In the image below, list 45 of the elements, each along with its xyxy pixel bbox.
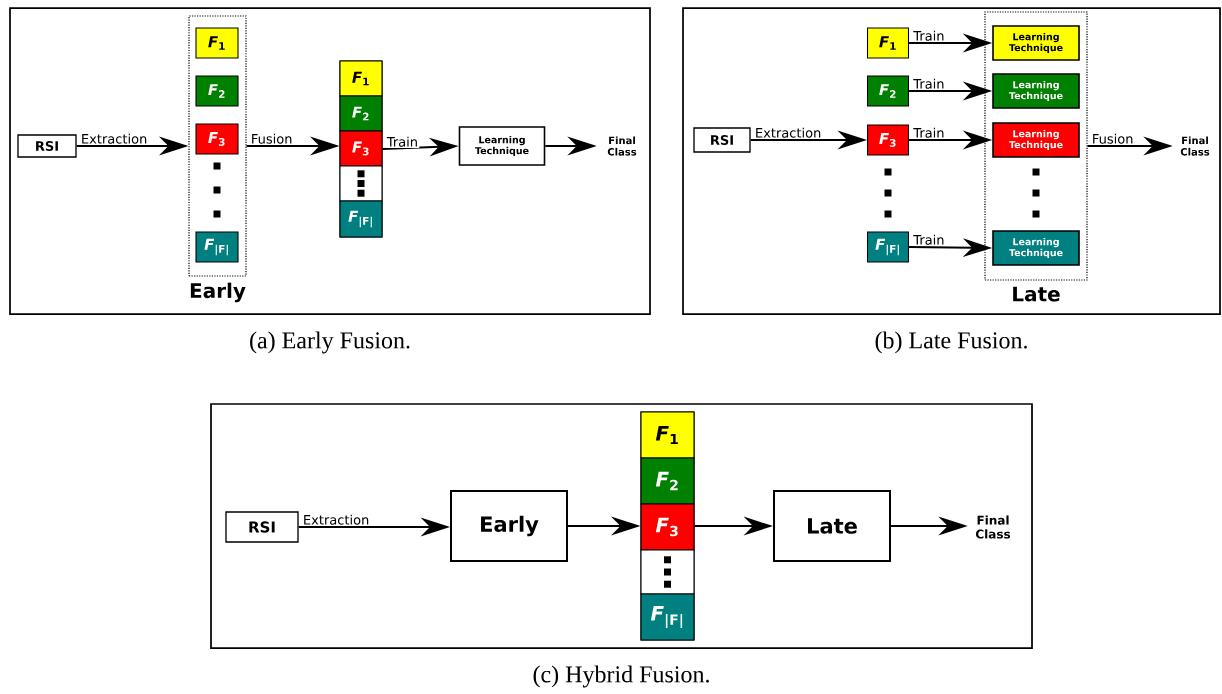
feature-box: F$_{1}$ — [339, 60, 383, 97]
edge-label: Fusion — [252, 133, 292, 144]
edge-label: Fusion — [1093, 133, 1133, 144]
feature-box: F$_{1}$ — [640, 411, 695, 459]
node-label: Early — [190, 282, 246, 303]
technique-box: Learning Technique — [992, 25, 1080, 61]
edge-label: Train — [913, 127, 944, 138]
feature-box: F$_{1}$ — [866, 27, 910, 59]
feature-box: F$_{|F|}$ — [866, 231, 910, 263]
edge-label: Train — [386, 136, 417, 147]
output-text: Final Class — [607, 136, 637, 156]
feature-box: F$_{|F|}$ — [195, 231, 239, 263]
edge-label: Extraction — [756, 127, 821, 138]
technique-box: Learning Technique — [458, 126, 546, 166]
process-box: Late — [773, 490, 891, 562]
ellipsis-cell — [640, 549, 695, 595]
node-label: (a) Early Fusion. — [250, 331, 410, 354]
input-box: RSI — [693, 127, 751, 153]
feature-box: F$_{3}$ — [866, 124, 910, 156]
edge-label: Extraction — [304, 514, 369, 525]
edge-label: Extraction — [82, 133, 147, 144]
technique-box: Learning Technique — [992, 122, 1080, 158]
edge-label: Train — [913, 78, 944, 89]
node-label: Late — [1013, 286, 1060, 302]
input-box: RSI — [17, 134, 77, 158]
technique-box: Learning Technique — [992, 73, 1080, 109]
edge-label: Train — [913, 30, 944, 41]
feature-box: F$_{1}$ — [195, 27, 239, 59]
edge-label: Train — [913, 234, 944, 245]
feature-box: F$_{|F|}$ — [339, 200, 383, 238]
feature-box: F$_{2}$ — [339, 95, 383, 132]
feature-box: F$_{2}$ — [866, 75, 910, 107]
technique-box: Learning Technique — [992, 230, 1080, 266]
feature-box: F$_{3}$ — [640, 503, 695, 551]
output-text: Final Class — [1180, 136, 1210, 156]
feature-box: F$_{3}$ — [195, 123, 239, 155]
feature-box: F$_{2}$ — [195, 75, 239, 107]
process-box: Early — [450, 490, 568, 562]
input-box: RSI — [225, 511, 299, 543]
feature-box: F$_{|F|}$ — [640, 593, 695, 641]
node-label: (b) Late Fusion. — [875, 331, 1027, 354]
feature-box: F$_{3}$ — [339, 130, 383, 167]
feature-box: F$_{2}$ — [640, 457, 695, 505]
node-label: (c) Hybrid Fusion. — [533, 665, 709, 688]
output-text: Final Class — [975, 515, 1011, 539]
